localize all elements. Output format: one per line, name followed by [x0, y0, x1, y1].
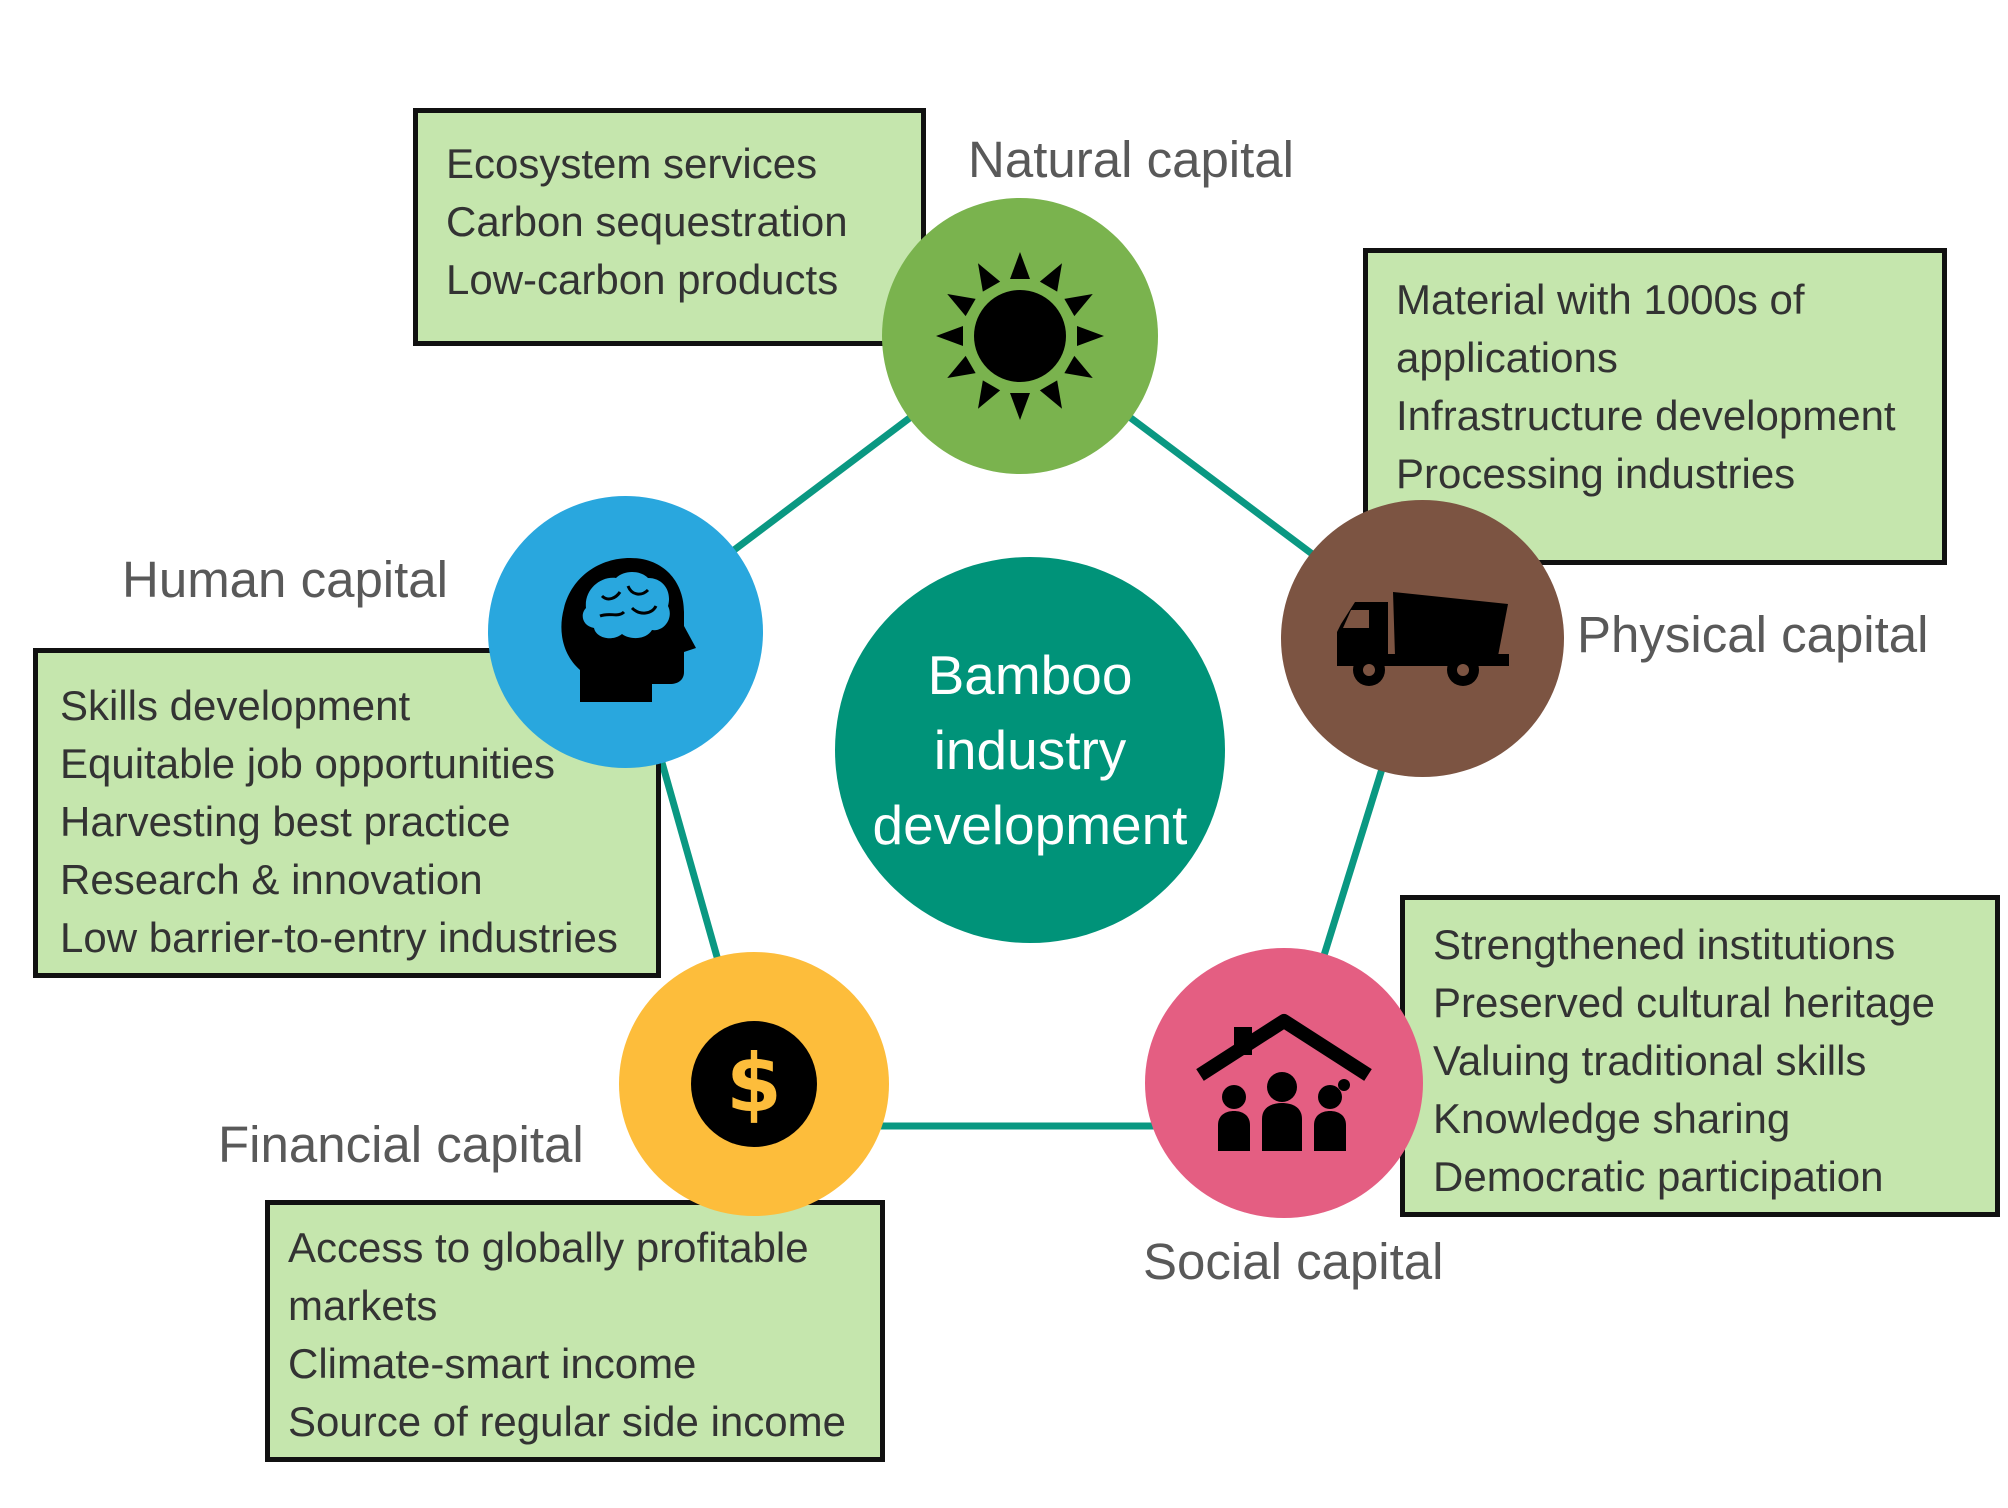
human-item: Skills development — [60, 682, 411, 729]
social-capital-label: Social capital — [1143, 1233, 1444, 1290]
center-node: Bamboo industry development — [835, 557, 1225, 943]
social-item: Valuing traditional skills — [1433, 1037, 1867, 1084]
dollar-coin-icon: $ — [691, 1021, 817, 1147]
dump-truck-icon — [1336, 591, 1509, 686]
human-item: Equitable job opportunities — [60, 740, 556, 787]
human-item: Low barrier-to-entry industries — [60, 914, 618, 961]
financial-capital-box: Access to globally profitable markets Cl… — [265, 1200, 885, 1462]
natural-capital-node — [882, 198, 1158, 474]
sun-icon — [936, 252, 1104, 420]
physical-capital-label: Physical capital — [1577, 606, 1929, 663]
center-label: Bamboo industry development — [872, 643, 1188, 856]
physical-item: Infrastructure development — [1396, 392, 1896, 439]
financial-item: markets — [288, 1282, 438, 1329]
human-capital-label: Human capital — [122, 551, 448, 608]
physical-item: Material with 1000s of — [1396, 276, 1805, 323]
social-item: Strengthened institutions — [1433, 921, 1896, 968]
human-item: Research & innovation — [60, 856, 483, 903]
financial-capital-label: Financial capital — [218, 1116, 584, 1173]
financial-item: Climate-smart income — [288, 1340, 697, 1387]
human-capital-node — [488, 496, 763, 768]
natural-item: Carbon sequestration — [446, 198, 848, 245]
social-capital-list: Strengthened institutions Preserved cult… — [1433, 916, 1975, 1206]
family-house-icon — [1196, 1014, 1372, 1151]
human-item: Harvesting best practice — [60, 798, 511, 845]
social-capital-box: Strengthened institutions Preserved cult… — [1400, 895, 2000, 1217]
natural-capital-label: Natural capital — [968, 131, 1294, 188]
natural-capital-list: Ecosystem services Carbon sequestration … — [446, 135, 901, 309]
physical-capital-list: Material with 1000s of applications Infr… — [1396, 271, 1922, 503]
financial-item: Source of regular side income — [288, 1398, 846, 1445]
physical-capital-node — [1281, 500, 1564, 777]
financial-capital-list: Access to globally profitable markets Cl… — [288, 1219, 860, 1451]
financial-item: Access to globally profitable — [288, 1224, 809, 1271]
physical-capital-box: Material with 1000s of applications Infr… — [1363, 248, 1947, 565]
social-item: Democratic participation — [1433, 1153, 1884, 1200]
natural-item: Ecosystem services — [446, 140, 818, 187]
social-capital-node — [1145, 948, 1423, 1218]
physical-item: applications — [1396, 334, 1618, 381]
financial-capital-node: $ — [619, 952, 889, 1216]
natural-capital-box: Ecosystem services Carbon sequestration … — [413, 108, 926, 346]
social-item: Preserved cultural heritage — [1433, 979, 1935, 1026]
head-brain-icon — [560, 558, 696, 702]
physical-item: Processing industries — [1396, 450, 1796, 497]
human-capital-list: Skills development Equitable job opportu… — [60, 677, 636, 967]
natural-item: Low-carbon products — [446, 256, 839, 303]
social-item: Knowledge sharing — [1433, 1095, 1791, 1142]
svg-text:$: $ — [726, 1037, 782, 1130]
human-capital-box: Skills development Equitable job opportu… — [33, 648, 661, 978]
